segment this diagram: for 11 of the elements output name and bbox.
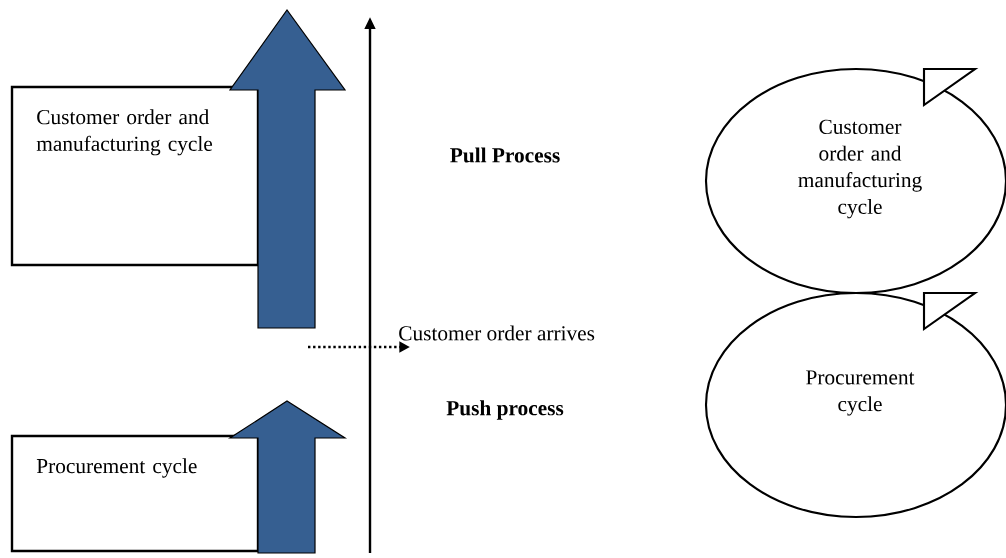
cycle-ellipse [704,67,1006,295]
cycle-ellipse [704,291,1006,519]
section-heading: Pull Process [450,147,560,163]
text-box [10,434,260,553]
box-text: Customer order and manufacturing cycle [36,109,213,156]
box-text: Procurement cycle [36,458,197,478]
section-heading: Push process [446,400,564,420]
ellipse-text: Procurement cycle [806,370,915,416]
annotation-text: Customer order arrives [399,325,595,341]
text-box [10,85,260,267]
ellipse-text: Customer order and manufacturing cycle [798,119,922,219]
